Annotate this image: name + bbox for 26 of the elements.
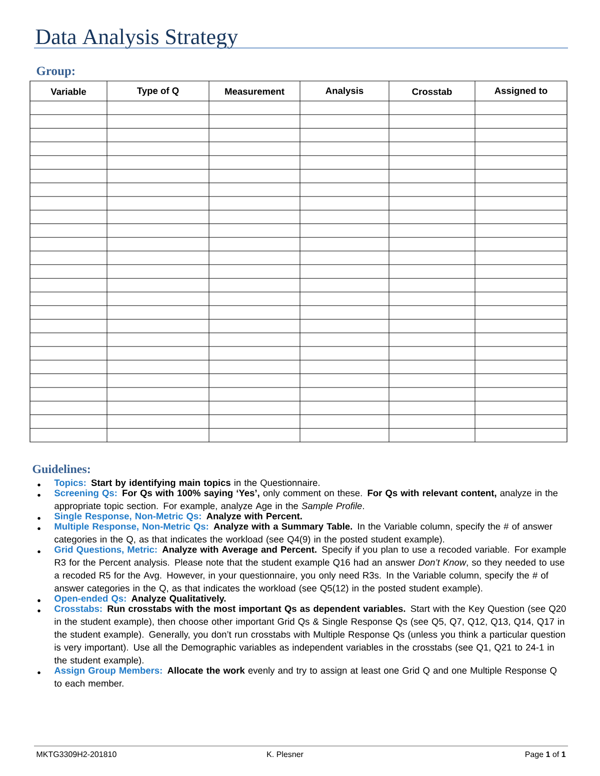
title: Data Analysis Strategy (36, 28, 238, 49)
label: Allocate the work evenly and try to assign at least one Grid Q and one Multiple Response Q (168, 666, 556, 676)
label: Screening Qs: (54, 489, 117, 498)
guideline-item: Open-ended Qs: Analyze Qualitatively. (54, 594, 226, 604)
guideline-item: Assign Group Members: Allocate the work evenly and try to assign at least one Grid Q and one Multiple Response Q to each member. (54, 666, 556, 687)
guideline-item: Screening Qs: For Qs with 100% saying ‘Yes’, only comment on these. For Qs with relevant content, analyze in the appropriate topic section. For example, analyze Age in the Sample Profile. (54, 489, 558, 511)
label: appropriate topic section. For example, analyze Age in the Sample Profile. (54, 502, 364, 511)
column-header: Variable (50, 88, 86, 95)
guideline-item: Crosstabs: Run crosstabs with the most important Qs as dependent variables. Start with the Key Question (see Q20 in the student example), then choose other important Grid Qs & Single Response Qs (see Q5, Q7, Q12, Q13, Q14, Q17 in the student example). Generally, you don’t run crosstabs with Multiple Response Qs (unless you think a particular question is very important). Use all the Demographic variables as independent variables in the crosstabs (see Q1, Q21 to 24-1 in the student example). (54, 605, 566, 666)
footer-text: MKTG3309H2-201810 (36, 751, 116, 758)
column-header: Crosstab (412, 88, 452, 95)
guideline-item: Topics: Start by identifying main topics in the Questionnaire. (54, 479, 320, 488)
section-heading: Group: (36, 66, 74, 78)
guideline-item: Single Response, Non-Metric Qs: Analyze with Percent. (54, 512, 302, 522)
column-header: Assigned to (494, 87, 548, 96)
guideline-item: Multiple Response, Non-Metric Qs: Analyze with a Summary Table. In the Variable column, specify the # of answer categories in the Q, as that indicates the workload (see Q4(9) in the posted student example). (54, 522, 552, 544)
section-heading: Guidelines: (32, 464, 90, 474)
label: For Qs with 100% saying ‘Yes’, only comment on these. For Qs with relevant content, analyze in the (122, 489, 558, 498)
guideline-item: Grid Questions, Metric: Analyze with Average and Percent. Specify if you plan to use a recoded variable. For example R3 for the Percent analysis. Please note that the student example Q16 had an answer Don’t Know, so they needed to use a recoded R5 for the Avg. However, in your questionnaire, you only need R3s. In the Variable column, specify the # of answer categories in the Q, as that indicates the workload (see Q5(12) in the posted student example). (54, 546, 566, 594)
footer-text: K. Plesner (267, 751, 304, 758)
label: to each member. (54, 680, 124, 687)
column-header: Analysis (326, 87, 364, 96)
label: Assign Group Members: (54, 666, 162, 676)
page-number: Page 1 of 1 (526, 751, 566, 759)
column-header: Measurement (225, 88, 284, 95)
column-header: Type of Q (137, 87, 179, 96)
